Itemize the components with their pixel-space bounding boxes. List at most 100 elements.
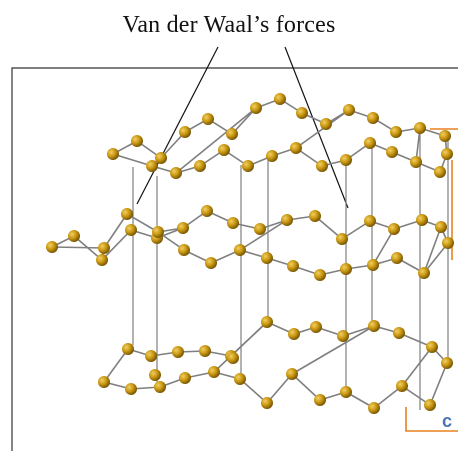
carbon-atom-top-layer	[316, 160, 328, 172]
carbon-atom-bottom-layer	[424, 399, 436, 411]
carbon-atom-top-layer	[194, 160, 206, 172]
carbon-atom-middle-layer	[442, 237, 454, 249]
carbon-atom-middle-layer	[177, 222, 189, 234]
carbon-atom-bottom-layer	[314, 394, 326, 406]
carbon-atom-middle-layer	[364, 215, 376, 227]
carbon-atom-bottom-layer	[179, 372, 191, 384]
carbon-atom-bottom-layer	[227, 352, 239, 364]
carbon-atom-top-layer	[414, 122, 426, 134]
bond-middle-layer	[103, 213, 128, 249]
diagram-title: Van der Waal’s forces	[122, 12, 336, 38]
carbon-atom-middle-layer	[46, 241, 58, 253]
carbon-atom-middle-layer	[388, 223, 400, 235]
carbon-atom-bottom-layer	[368, 402, 380, 414]
carbon-atom-top-layer	[146, 160, 158, 172]
carbon-atom-middle-layer	[391, 252, 403, 264]
bond-top-layer	[112, 153, 153, 167]
carbon-atom-bottom-layer	[396, 380, 408, 392]
carbon-atom-top-layer	[242, 160, 254, 172]
carbon-atom-middle-layer	[205, 257, 217, 269]
bracket-bottom	[405, 407, 458, 432]
carbon-atom-bottom-layer	[288, 328, 300, 340]
bond-top-layer	[295, 109, 350, 149]
carbon-atom-middle-layer	[435, 221, 447, 233]
bond-bottom-layer	[291, 325, 375, 375]
bond-middle-layer	[423, 242, 449, 274]
bond-bottom-layer	[266, 373, 293, 404]
carbon-atom-top-layer	[107, 148, 119, 160]
carbon-atom-top-layer	[386, 146, 398, 158]
carbon-atom-bottom-layer	[337, 330, 349, 342]
carbon-atom-middle-layer	[234, 244, 246, 256]
leader-lines	[136, 46, 349, 209]
bond-middle-layer	[423, 226, 442, 274]
carbon-atom-top-layer	[343, 104, 355, 116]
carbon-atom-middle-layer	[121, 208, 133, 220]
carbon-atom-top-layer	[367, 112, 379, 124]
carbon-atom-top-layer	[155, 152, 167, 164]
leader-line-left	[136, 46, 219, 205]
carbon-atom-top-layer	[250, 102, 262, 114]
bond-bottom-layer	[213, 321, 268, 373]
carbon-atom-middle-layer	[281, 214, 293, 226]
carbon-atom-bottom-layer	[145, 350, 157, 362]
carbon-atom-middle-layer	[125, 224, 137, 236]
carbon-atom-bottom-layer	[172, 346, 184, 358]
bonds-layer	[51, 98, 449, 410]
carbon-atom-bottom-layer	[261, 316, 273, 328]
bond-bottom-layer	[291, 373, 321, 401]
carbon-atom-bottom-layer	[208, 366, 220, 378]
carbon-atom-bottom-layer	[125, 383, 137, 395]
carbon-atom-bottom-layer	[340, 386, 352, 398]
carbon-atom-middle-layer	[254, 223, 266, 235]
carbon-atom-top-layer	[170, 167, 182, 179]
carbon-atom-bottom-layer	[310, 321, 322, 333]
carbon-atom-top-layer	[226, 128, 238, 140]
carbon-atom-middle-layer	[201, 205, 213, 217]
carbon-atom-top-layer	[410, 156, 422, 168]
carbon-atom-top-layer	[434, 166, 446, 178]
carbon-atom-top-layer	[266, 150, 278, 162]
carbon-atom-bottom-layer	[122, 343, 134, 355]
cropped-label-glyph: c	[442, 411, 452, 431]
carbon-atom-top-layer	[290, 142, 302, 154]
carbon-atom-bottom-layer	[234, 373, 246, 385]
bond-middle-layer	[101, 229, 132, 261]
carbon-atom-bottom-layer	[199, 345, 211, 357]
carbon-atom-bottom-layer	[441, 357, 453, 369]
bond-middle-layer	[51, 246, 105, 249]
image-frame	[11, 67, 458, 451]
carbon-atom-bottom-layer	[368, 320, 380, 332]
carbon-atom-top-layer	[390, 126, 402, 138]
carbon-atom-middle-layer	[340, 263, 352, 275]
carbon-atom-middle-layer	[227, 217, 239, 229]
bond-bottom-layer	[239, 378, 268, 404]
carbon-atom-middle-layer	[96, 254, 108, 266]
carbon-atom-top-layer	[441, 148, 453, 160]
atoms-layer	[46, 93, 454, 414]
bond-bottom-layer	[103, 348, 129, 383]
carbon-atom-bottom-layer	[98, 376, 110, 388]
carbon-atom-top-layer	[364, 137, 376, 149]
carbon-atom-middle-layer	[314, 269, 326, 281]
carbon-atom-bottom-layer	[154, 381, 166, 393]
carbon-atom-middle-layer	[178, 244, 190, 256]
bond-middle-layer	[239, 219, 288, 251]
carbon-atom-middle-layer	[309, 210, 321, 222]
carbon-atom-top-layer	[320, 118, 332, 130]
carbon-atom-bottom-layer	[393, 327, 405, 339]
bond-bottom-layer	[401, 346, 433, 387]
bond-top-layer	[175, 107, 257, 174]
leader-line-right	[284, 46, 349, 209]
carbon-atom-middle-layer	[261, 252, 273, 264]
carbon-atom-middle-layer	[68, 230, 80, 242]
carbon-atom-middle-layer	[418, 267, 430, 279]
carbon-atom-top-layer	[274, 93, 286, 105]
carbon-atom-middle-layer	[152, 226, 164, 238]
bond-middle-layer	[372, 228, 395, 266]
bond-bottom-layer	[429, 362, 448, 406]
carbon-atom-bottom-layer	[149, 369, 161, 381]
carbon-atom-middle-layer	[287, 260, 299, 272]
carbon-atom-top-layer	[218, 144, 230, 156]
